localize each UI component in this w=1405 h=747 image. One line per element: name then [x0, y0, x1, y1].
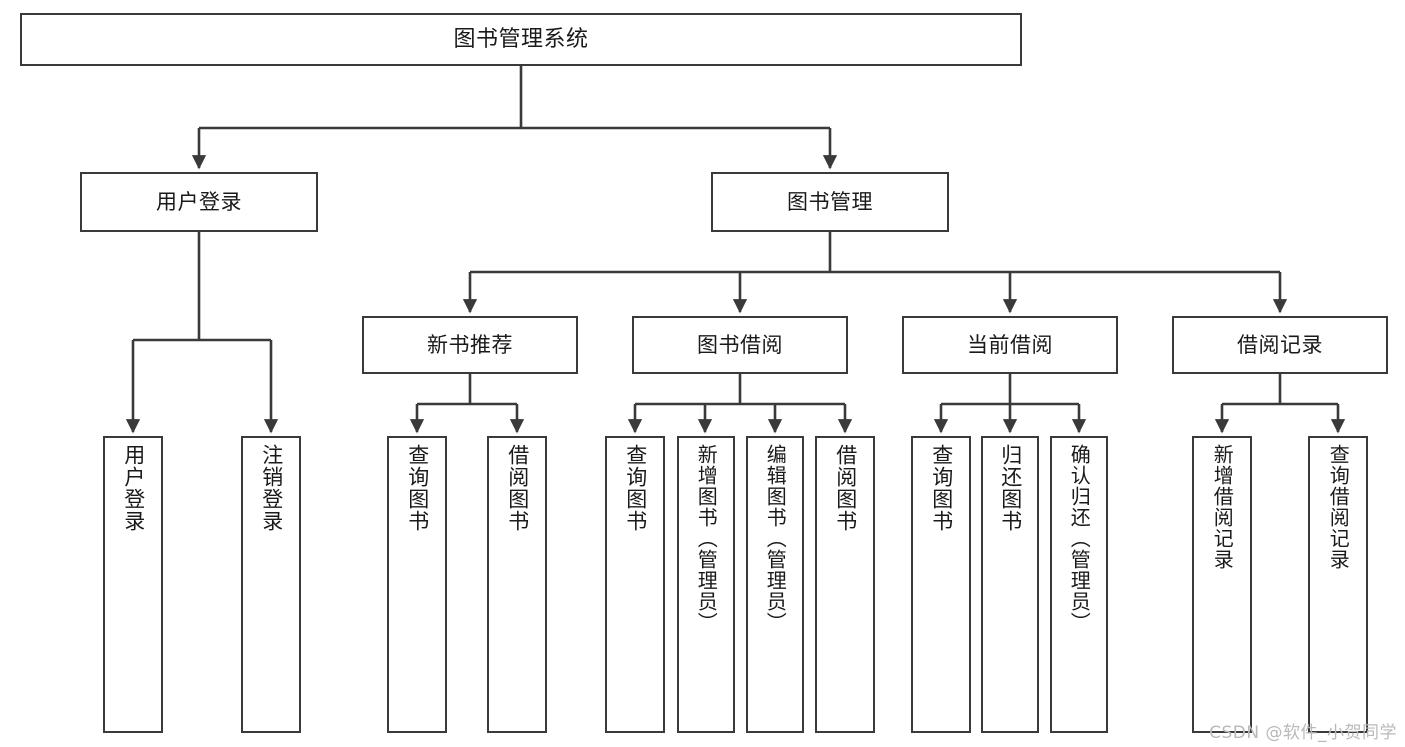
node-leaf-add-record-label: 新增借阅记录 [1210, 444, 1235, 570]
node-book-borrow[interactable]: 图书借阅 [632, 316, 848, 374]
node-book-borrow-label: 图书借阅 [697, 332, 783, 357]
node-leaf-query-record-label: 查询借阅记录 [1326, 444, 1351, 570]
node-leaf-query-book-1-label: 查询图书 [405, 444, 430, 532]
node-leaf-confirm-return-label: 确认归还（管理员） [1067, 444, 1092, 633]
node-leaf-return-book-label: 归还图书 [998, 444, 1023, 532]
node-leaf-query-book-2-label: 查询图书 [623, 444, 648, 532]
node-borrow-record-label: 借阅记录 [1237, 332, 1323, 357]
node-current-borrow[interactable]: 当前借阅 [902, 316, 1118, 374]
node-leaf-add-record[interactable]: 新增借阅记录 [1192, 436, 1252, 733]
node-leaf-return-book[interactable]: 归还图书 [981, 436, 1039, 733]
node-new-book-rec[interactable]: 新书推荐 [362, 316, 578, 374]
node-user-login-label: 用户登录 [156, 189, 242, 214]
node-leaf-query-book-3-label: 查询图书 [929, 444, 954, 532]
node-root-label: 图书管理系统 [453, 26, 589, 52]
node-leaf-borrow-book-1[interactable]: 借阅图书 [487, 436, 547, 733]
node-leaf-query-book-2[interactable]: 查询图书 [605, 436, 665, 733]
node-new-book-rec-label: 新书推荐 [427, 332, 513, 357]
node-leaf-user-logout[interactable]: 注销登录 [241, 436, 301, 733]
node-leaf-borrow-book-2-label: 借阅图书 [833, 444, 858, 532]
node-leaf-user-login-label: 用户登录 [121, 444, 146, 532]
node-leaf-borrow-book-2[interactable]: 借阅图书 [815, 436, 875, 733]
node-leaf-query-book-1[interactable]: 查询图书 [387, 436, 447, 733]
node-leaf-user-logout-label: 注销登录 [259, 444, 284, 532]
node-leaf-add-book[interactable]: 新增图书（管理员） [677, 436, 735, 733]
node-user-login[interactable]: 用户登录 [80, 172, 318, 232]
node-leaf-edit-book[interactable]: 编辑图书（管理员） [746, 436, 804, 733]
node-borrow-record[interactable]: 借阅记录 [1172, 316, 1388, 374]
node-current-borrow-label: 当前借阅 [967, 332, 1053, 357]
node-leaf-confirm-return[interactable]: 确认归还（管理员） [1050, 436, 1108, 733]
node-root[interactable]: 图书管理系统 [20, 13, 1022, 66]
node-leaf-edit-book-label: 编辑图书（管理员） [763, 444, 788, 633]
node-leaf-query-book-3[interactable]: 查询图书 [911, 436, 971, 733]
node-leaf-add-book-label: 新增图书（管理员） [694, 444, 719, 633]
node-leaf-query-record[interactable]: 查询借阅记录 [1308, 436, 1368, 733]
node-leaf-user-login[interactable]: 用户登录 [103, 436, 163, 733]
node-book-manage[interactable]: 图书管理 [711, 172, 949, 232]
node-book-manage-label: 图书管理 [787, 189, 873, 214]
node-leaf-borrow-book-1-label: 借阅图书 [505, 444, 530, 532]
